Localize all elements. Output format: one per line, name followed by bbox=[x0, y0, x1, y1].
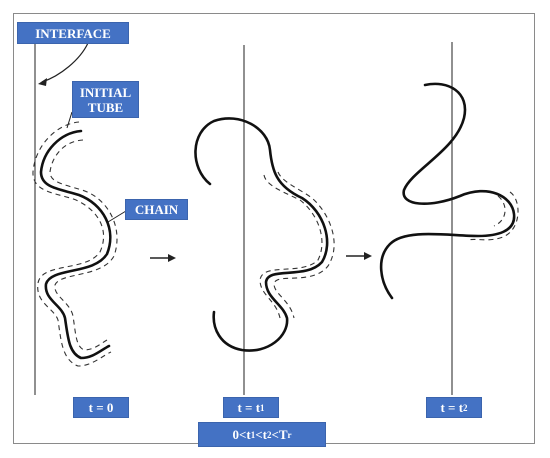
initial-tube-label-line2: TUBE bbox=[87, 99, 124, 115]
condition-p2: <t bbox=[255, 427, 267, 442]
panel-t2 bbox=[379, 82, 519, 300]
time-label-t0: t = 0 bbox=[73, 397, 129, 418]
chain-t2 bbox=[379, 82, 516, 300]
panel-t0 bbox=[32, 111, 127, 367]
chain-t1 bbox=[194, 117, 329, 352]
tube-remnant-outer bbox=[259, 174, 323, 319]
transition-arrow-1 bbox=[150, 254, 176, 262]
panel-t1 bbox=[194, 117, 335, 352]
initial-tube-label: INITIAL TUBE bbox=[72, 81, 139, 118]
tube-inner-edge bbox=[49, 139, 118, 351]
condition-p3: <T bbox=[271, 427, 288, 442]
tube-remnant-inner bbox=[273, 171, 335, 319]
interface-label: INTERFACE bbox=[17, 22, 129, 44]
tube-tail-inner bbox=[493, 195, 506, 227]
tube-outer-edge bbox=[32, 121, 112, 367]
time-label-t1-base: t = t bbox=[237, 400, 261, 415]
initial-tube-label-line1: INITIAL bbox=[79, 84, 132, 100]
chain-label-leader bbox=[107, 210, 127, 223]
time-label-t2-base: t = t bbox=[440, 400, 464, 415]
condition-p1: 0<t bbox=[232, 427, 251, 442]
tube-label-leader bbox=[66, 111, 73, 129]
chain-initial bbox=[39, 129, 112, 360]
interface-pointer-arrow bbox=[41, 42, 89, 83]
interface-pointer-arrowhead bbox=[38, 78, 47, 86]
transition-arrow-2 bbox=[346, 252, 372, 260]
tube-tail-outer bbox=[467, 191, 519, 241]
chain-label: CHAIN bbox=[125, 199, 188, 220]
